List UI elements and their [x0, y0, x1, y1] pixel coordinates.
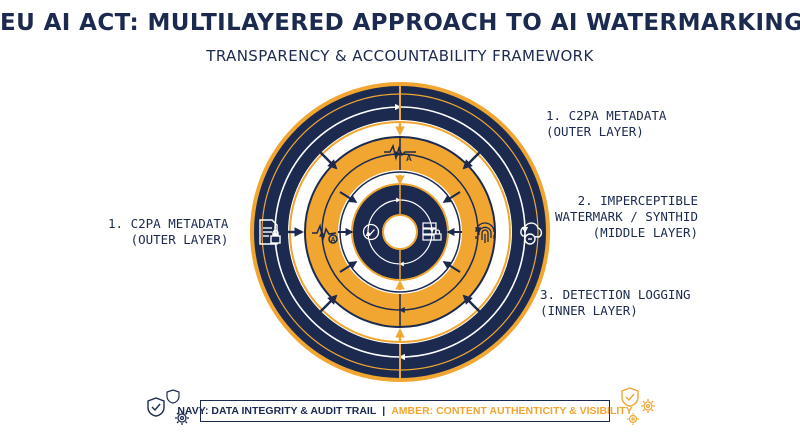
inner-ring — [351, 183, 449, 281]
gear-icon-left — [175, 411, 189, 425]
gear-icon-right-small — [627, 413, 639, 425]
label-middle-right-watermark: 2. IMPERCEPTIBLE WATERMARK / SYNTHID (MI… — [555, 193, 698, 240]
label-left-c2pa: 1. C2PA METADATA (OUTER LAYER) — [108, 216, 229, 247]
server-lock-icon — [422, 222, 442, 241]
arrow-ne — [462, 149, 483, 170]
label-bottom-right-detection: 3. DETECTION LOGGING (INNER LAYER) — [540, 287, 691, 318]
svg-text:A: A — [406, 154, 412, 163]
arrow-nw — [317, 149, 338, 170]
arrow-mid-nw — [339, 191, 358, 203]
page-title: EU AI ACT: MULTILAYERED APPROACH TO AI W… — [0, 10, 800, 36]
label-top-right-c2pa: 1. C2PA METADATA (OUTER LAYER) — [546, 108, 667, 139]
legend-navy: NAVY: DATA INTEGRITY & AUDIT TRAIL — [177, 405, 377, 417]
legend-separator: | — [382, 405, 386, 417]
arrow-mid-sw — [339, 261, 358, 273]
arrow-se — [462, 294, 483, 315]
waveform-a-icon-left: A — [312, 223, 338, 244]
radial-arrows-outer — [285, 149, 483, 315]
arrow-mid-ne — [442, 191, 461, 203]
arrow-mid-se — [442, 261, 461, 273]
radial-arrows-middle — [338, 191, 462, 273]
waveform-a-icon-top: A — [384, 143, 416, 163]
shield-icon-left — [147, 397, 165, 417]
shield-icon-right — [621, 387, 639, 407]
shield-check-icon — [362, 223, 380, 241]
arrow-sw — [317, 294, 338, 315]
legend-amber: AMBER: CONTENT AUTHENTICITY & VISIBILITY — [391, 405, 633, 417]
legend: NAVY: DATA INTEGRITY & AUDIT TRAIL | AMB… — [177, 400, 633, 422]
cloud-lock-icon — [520, 222, 543, 245]
page-subtitle: TRANSPARENCY & ACCOUNTABILITY FRAMEWORK — [206, 47, 594, 65]
fingerprint-icon — [475, 222, 495, 243]
svg-text:A: A — [331, 237, 336, 244]
document-lock-icon — [259, 219, 281, 245]
shield-icon-left-small — [166, 389, 180, 404]
gear-icon-right — [641, 399, 655, 413]
